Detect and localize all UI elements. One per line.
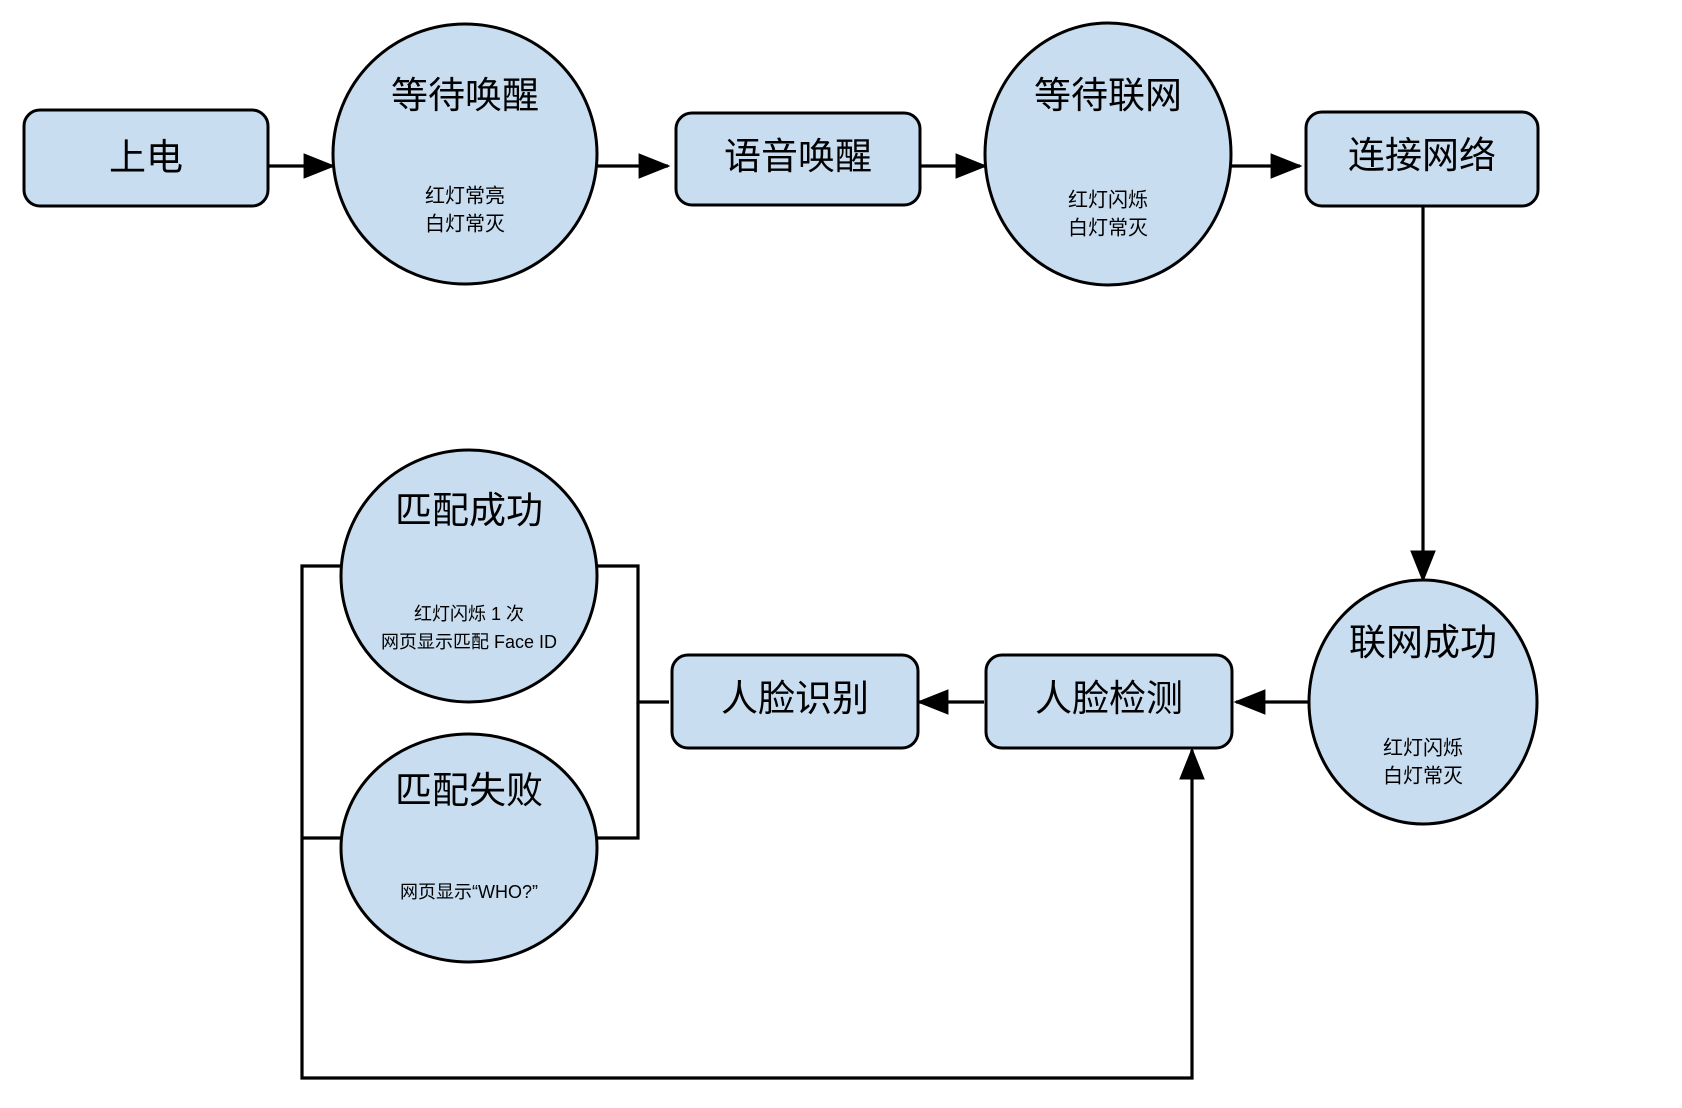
node-face-recognize-shape — [670, 653, 920, 750]
node-wait-network-sub-1: 白灯常灭 — [1068, 216, 1148, 239]
node-network-success-sub-1: 白灯常灭 — [1383, 764, 1463, 787]
edge-face-recognize-bracket — [573, 564, 669, 704]
node-power-on[interactable]: 上电 — [22, 108, 270, 208]
node-voice-wake-shape — [674, 111, 922, 207]
node-face-detect[interactable]: 人脸检测 — [984, 653, 1234, 750]
node-match-success-sub-0: 红灯闪烁 1 次 — [414, 604, 524, 624]
node-wait-wake[interactable]: 等待唤醒 红灯常亮 白灯常灭 — [331, 22, 599, 286]
node-face-recognize-label: 人脸识别 — [721, 678, 869, 719]
node-connect-network-label: 连接网络 — [1348, 135, 1496, 176]
node-network-success-label: 联网成功 — [1349, 622, 1497, 663]
node-wait-network-shape — [983, 21, 1233, 287]
node-power-on-label: 上电 — [109, 137, 183, 178]
node-wait-network[interactable]: 等待联网 红灯闪烁 白灯常灭 — [983, 21, 1233, 287]
node-match-success-sub-1: 网页显示匹配 Face ID — [381, 632, 557, 652]
node-wait-network-sub-0: 红灯闪烁 — [1068, 188, 1148, 211]
edge-match-fail-to-face-detect-feedback — [300, 747, 1205, 1080]
node-network-success[interactable]: 联网成功 红灯闪烁 白灯常灭 — [1307, 578, 1539, 826]
node-face-recognize[interactable]: 人脸识别 — [670, 653, 920, 750]
node-wait-wake-label: 等待唤醒 — [391, 75, 539, 116]
node-network-success-shape — [1307, 578, 1539, 826]
node-wait-wake-shape — [331, 22, 599, 286]
node-connect-network-shape — [1304, 110, 1540, 208]
node-match-success-shape — [339, 448, 599, 704]
node-match-fail-label: 匹配失败 — [395, 770, 543, 811]
node-match-fail-shape — [339, 732, 599, 964]
node-match-success-label: 匹配成功 — [395, 490, 543, 531]
node-face-detect-label: 人脸检测 — [1035, 678, 1183, 719]
node-match-success[interactable]: 匹配成功 红灯闪烁 1 次 网页显示匹配 Face ID — [339, 448, 599, 704]
node-match-fail-sub-0: 网页显示“WHO?” — [400, 882, 538, 902]
node-match-fail[interactable]: 匹配失败 网页显示“WHO?” — [339, 732, 599, 964]
node-voice-wake[interactable]: 语音唤醒 — [674, 111, 922, 207]
node-face-detect-shape — [984, 653, 1234, 750]
node-wait-network-label: 等待联网 — [1034, 75, 1182, 116]
node-network-success-sub-0: 红灯闪烁 — [1383, 736, 1463, 759]
node-connect-network[interactable]: 连接网络 — [1304, 110, 1540, 208]
node-voice-wake-label: 语音唤醒 — [724, 136, 872, 177]
node-power-on-shape — [22, 108, 270, 208]
node-wait-wake-sub-0: 红灯常亮 — [425, 184, 505, 207]
node-wait-wake-sub-1: 白灯常灭 — [425, 212, 505, 235]
